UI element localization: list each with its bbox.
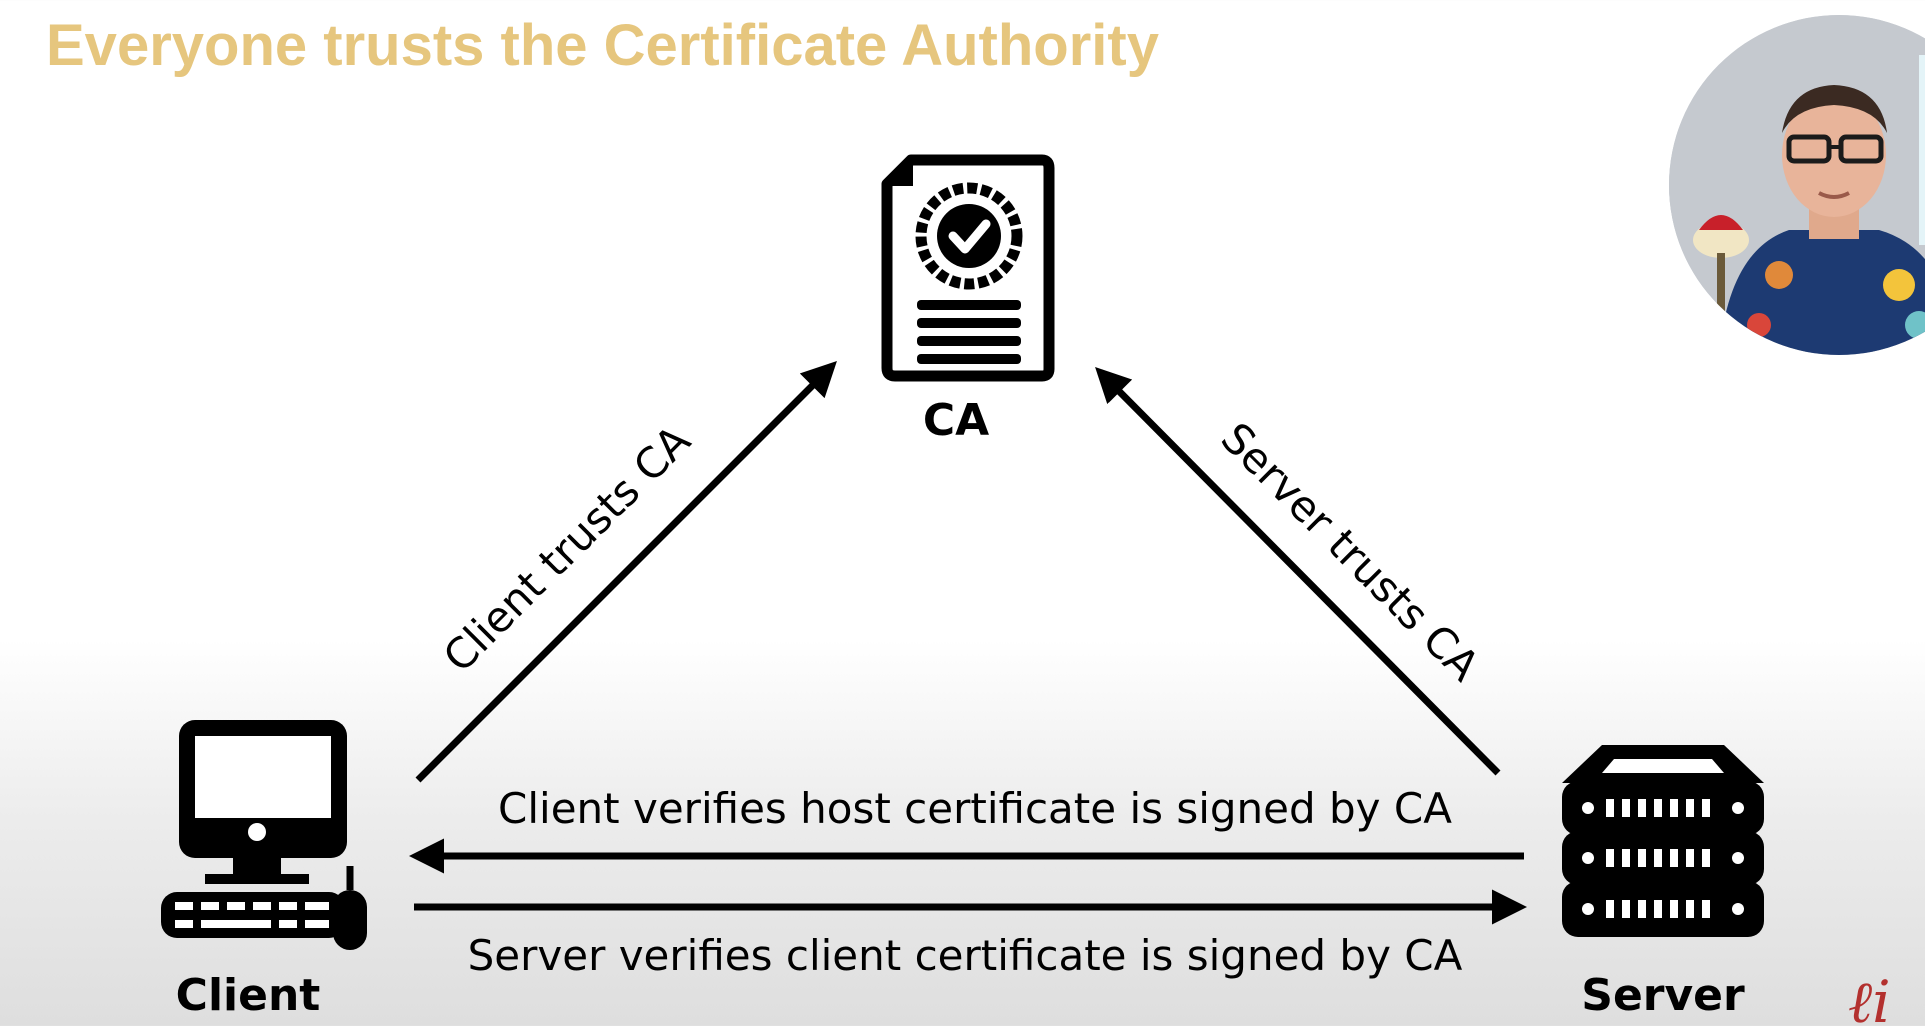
ca-label: CA (923, 395, 989, 446)
server-verifies-client-label: Server verifies client certificate is si… (468, 931, 1463, 980)
server-label: Server (1581, 970, 1745, 1021)
presenter-video (1669, 15, 1925, 355)
client-label: Client (176, 970, 321, 1021)
presenter-webcam (1669, 15, 1925, 355)
client-verifies-host-label: Client verifies host certificate is sign… (498, 784, 1452, 833)
server-rack-icon (1562, 745, 1764, 937)
arrow-client-to-ca (415, 361, 837, 783)
server-trusts-ca-label: Server trusts CA (1212, 413, 1489, 690)
slide-title: Everyone trusts the Certificate Authorit… (46, 13, 1159, 78)
certificate-icon (881, 154, 1055, 382)
client-trusts-ca-label: Client trusts CA (434, 416, 700, 682)
channel-logo: ℓi (1848, 968, 1891, 1026)
arrow-server-to-ca (1095, 367, 1501, 776)
desktop-computer-icon (161, 720, 367, 950)
